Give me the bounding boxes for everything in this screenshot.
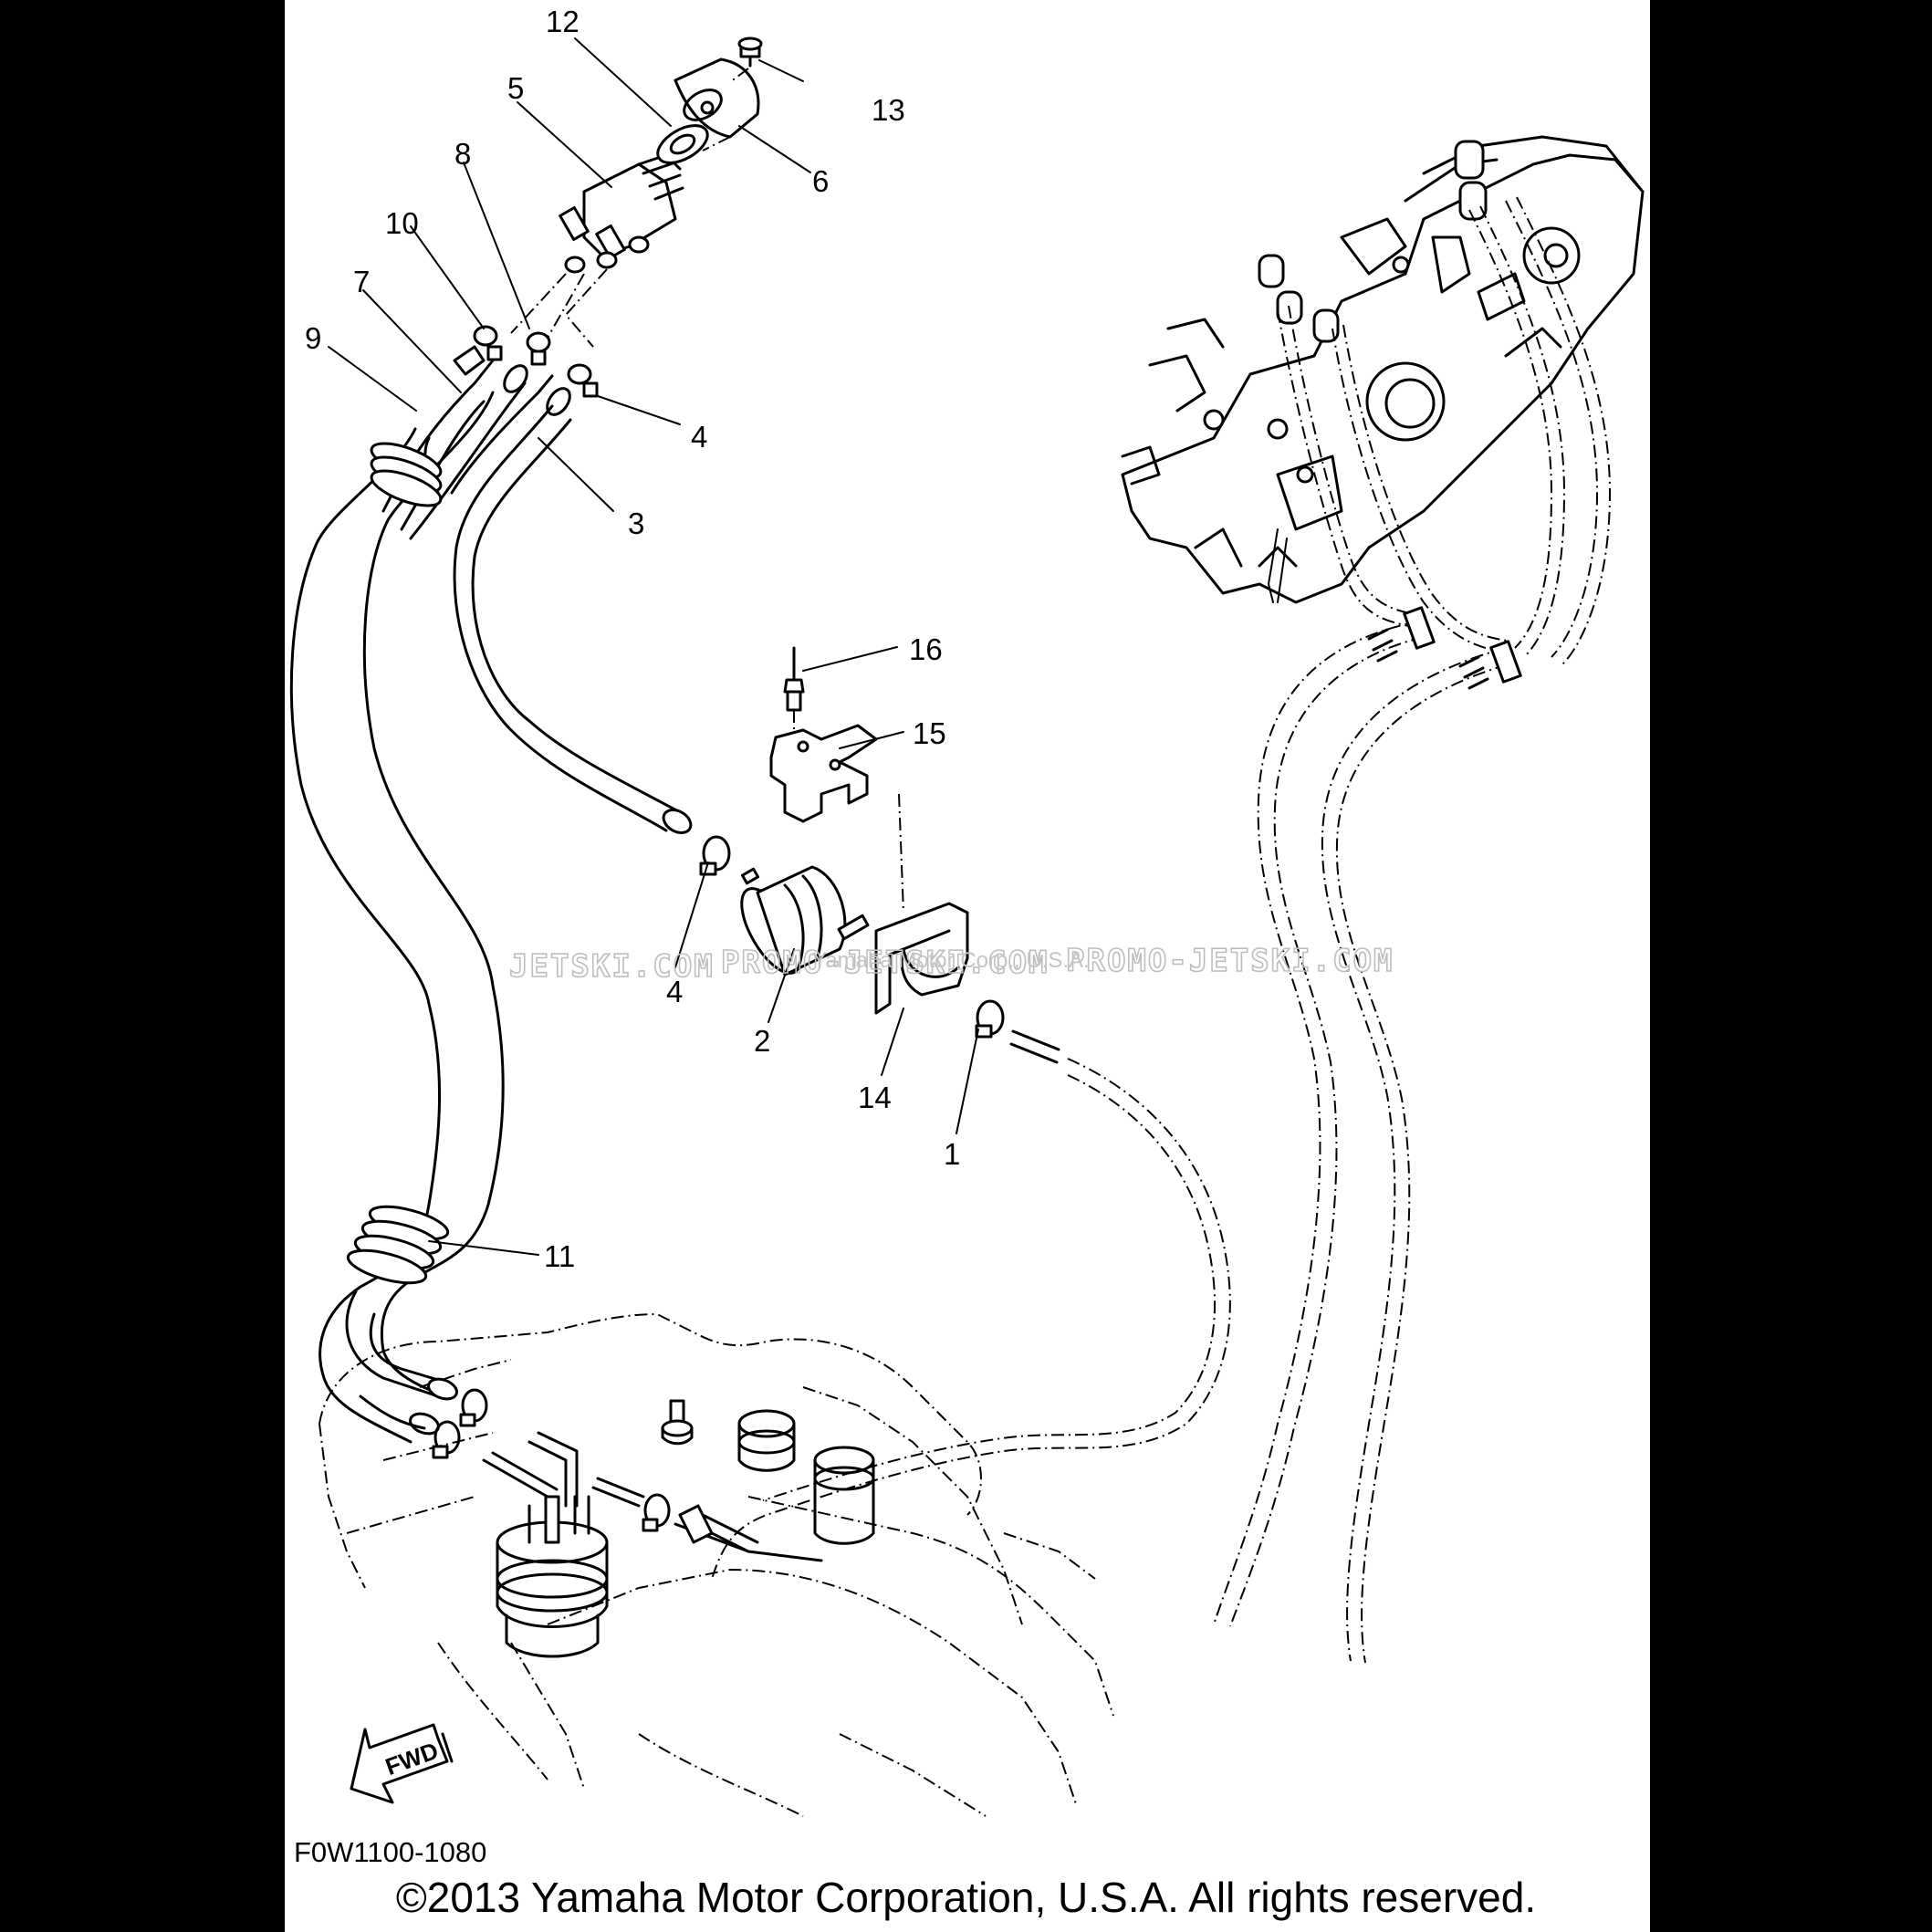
- watermarks: JETSKI.COM PROMO-JETSKI.COM PROMO-JETSKI…: [508, 942, 1394, 986]
- callout-16: 16: [909, 632, 943, 666]
- diagram-sheet: [285, 0, 1650, 1932]
- assembly-guide-lines: [510, 68, 749, 348]
- vent-hose-bundle: [289, 345, 571, 1444]
- fuel-tank: [319, 1312, 1114, 1817]
- callout-1: 1: [944, 1137, 960, 1171]
- callout-13: 13: [872, 93, 905, 127]
- callout-numbers: 12 13 5 6 8 10 7 9 4 3 16 15 4 2 14 1 11: [305, 5, 960, 1273]
- watermark-1: JETSKI.COM: [509, 948, 715, 985]
- clamp-1: [975, 999, 1005, 1039]
- callout-3: 3: [628, 506, 644, 540]
- callout-7: 7: [353, 265, 370, 298]
- callout-8: 8: [454, 137, 471, 171]
- fuel-filter-2: [740, 865, 870, 976]
- callout-14: 14: [858, 1081, 892, 1114]
- clamp-4-mid: [699, 835, 731, 876]
- knob-6: [674, 57, 760, 139]
- bracket-15: [769, 724, 878, 823]
- callout-4-mid: 4: [666, 975, 683, 1008]
- washer-12: [656, 124, 709, 164]
- callout-9: 9: [305, 321, 321, 355]
- callout-5: 5: [507, 71, 524, 105]
- fuel-cock-5: [559, 153, 684, 274]
- watermark-3: PROMO-JETSKI.COM: [1066, 943, 1394, 979]
- rivet-16: [783, 646, 904, 914]
- engine-fuel-hoses: [1213, 196, 1612, 1664]
- figure-code: F0W1100-1080: [294, 1836, 486, 1868]
- callout-12: 12: [546, 5, 580, 38]
- engine-block: [1121, 135, 1645, 604]
- callout-leaders: [328, 37, 979, 1256]
- screw-13: [737, 37, 763, 68]
- callout-15: 15: [913, 716, 946, 750]
- fwd-arrow-icon: FWD: [350, 1723, 454, 1804]
- watermark-small: Yamaha Motor Corp., U.S.A.: [812, 948, 1090, 973]
- copyright-notice: ©2013 Yamaha Motor Corporation, U.S.A. A…: [395, 1874, 1537, 1921]
- callout-2: 2: [754, 1024, 770, 1058]
- fuel-hose-3: [453, 404, 693, 834]
- filter-outlet-hose: [678, 1029, 1231, 1580]
- callout-11: 11: [544, 1239, 575, 1273]
- callout-6: 6: [812, 164, 829, 198]
- tank-clamps: [432, 1388, 671, 1532]
- clamps-top: [473, 325, 599, 398]
- callout-4-top: 4: [691, 420, 707, 454]
- bracket-14: [874, 902, 969, 1015]
- callout-10: 10: [385, 206, 419, 240]
- watermark-2: PROMO-JETSKI.COM: [721, 945, 1050, 981]
